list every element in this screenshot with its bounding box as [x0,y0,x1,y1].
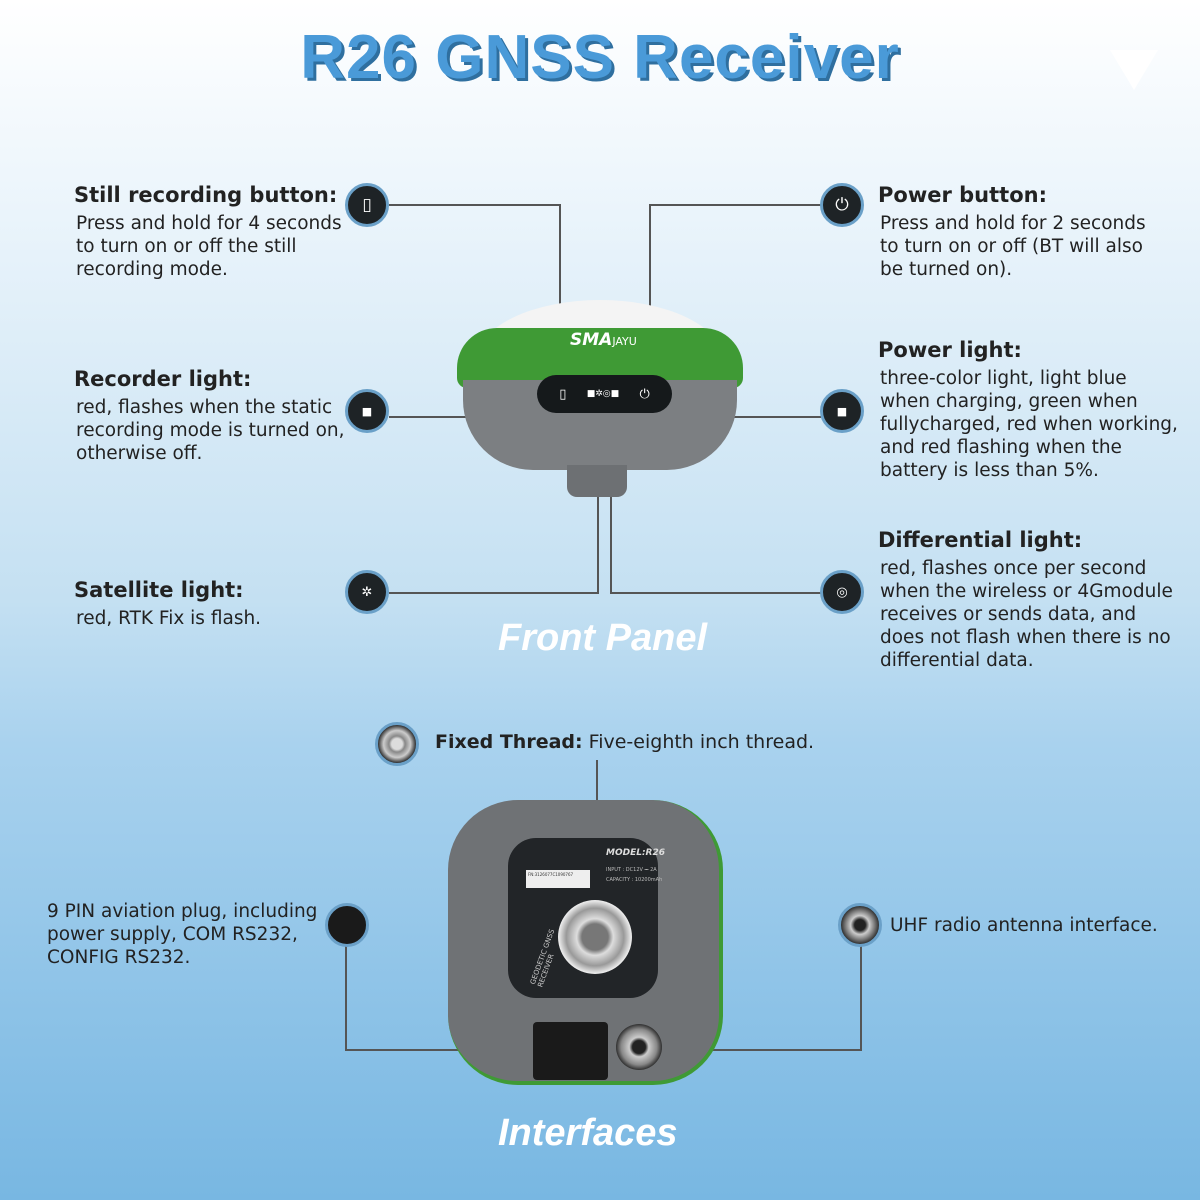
power-icon: ⏻ [820,183,864,227]
power-button-heading: Power button: [878,183,1047,207]
thread-icon [375,722,419,766]
uhf-text: UHF radio antenna interface. [890,915,1158,936]
receiver-front-image: SMAJAYU ▯■✲◎■⏻ [455,300,745,500]
satellite-light-heading: Satellite light: [74,578,244,602]
fixed-thread-heading: Fixed Thread: [435,731,583,753]
nine-pin-text: 9 PIN aviation plug, including power sup… [47,901,318,968]
recorder-light-icon: ■ [345,389,389,433]
connector-line [860,945,862,1051]
connector-line [649,204,651,386]
antenna-connector-icon [838,903,882,947]
sd-card-icon: ▯ [345,183,389,227]
connector-line [389,204,561,206]
connector-line [389,592,599,594]
connector-line [649,204,821,206]
differential-light-text: red, flashes once per second when the wi… [880,558,1173,671]
differential-icon: ◎ [820,570,864,614]
triangle-decoration [1110,50,1158,90]
connector-line [610,410,612,594]
power-light-heading: Power light: [878,338,1022,362]
connector-line [597,410,599,594]
connector-line [345,945,347,1051]
satellite-light-text: red, RTK Fix is flash. [76,608,262,629]
connector-line [700,1049,862,1051]
satellite-icon: ✲ [345,570,389,614]
power-button-text: Press and hold for 2 seconds to turn on … [880,213,1146,280]
model-label: MODEL:R26 [606,848,666,858]
page-title: R26 GNSS Receiver [300,23,900,92]
fixed-thread-text: Five-eighth inch thread. [588,731,815,753]
capacity-label: CAPACITY : 10200mAh [606,877,663,883]
front-panel-label: Front Panel [498,617,708,659]
connector-line [345,1049,495,1051]
still-recording-heading: Still recording button: [74,183,338,207]
power-light-text: three-color light, light blue when charg… [880,368,1178,481]
power-light-icon: ■ [820,389,864,433]
receiver-bottom-image: MODEL:R26 INPUT : DC12V ⎓ 2A CAPACITY : … [448,800,723,1085]
aviation-plug-icon [325,903,369,947]
connector-line [610,592,821,594]
interfaces-label: Interfaces [498,1112,678,1154]
fixed-thread-callout: Fixed Thread: Five-eighth inch thread. [435,731,814,753]
connector-line [559,204,561,386]
brand-logo: SMAJAYU [570,330,637,350]
still-recording-text: Press and hold for 4 seconds to turn on … [76,213,342,280]
front-button-panel: ▯■✲◎■⏻ [537,375,672,413]
recorder-light-heading: Recorder light: [74,367,252,391]
differential-light-heading: Differential light: [878,528,1083,552]
input-label: INPUT : DC12V ⎓ 2A [606,867,657,873]
serial-sticker: FN:3126077C1090767 [526,870,590,888]
recorder-light-text: red, flashes when the static recording m… [76,397,345,464]
